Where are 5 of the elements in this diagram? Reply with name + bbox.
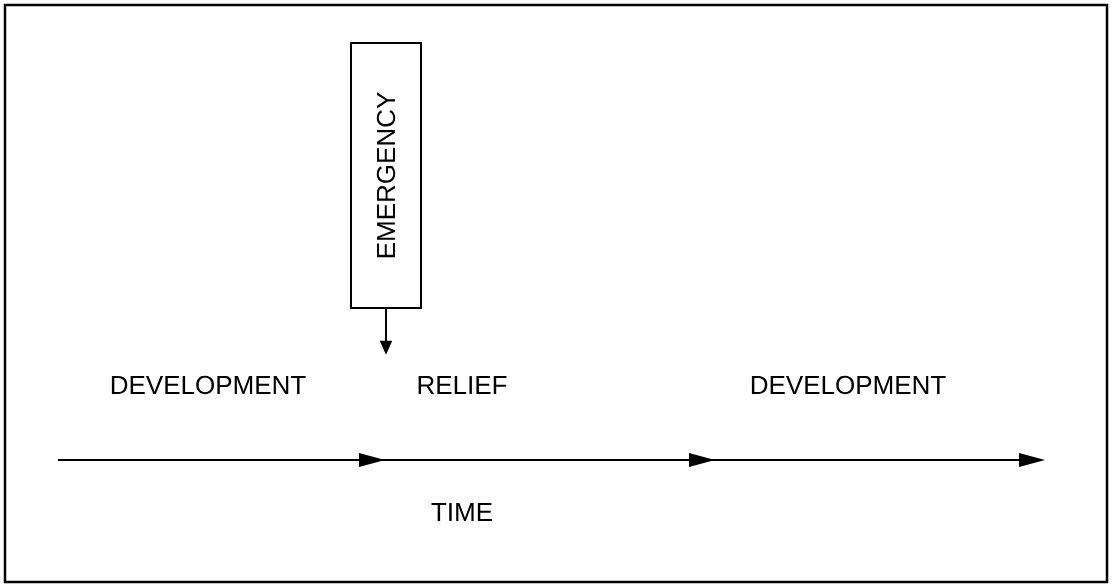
phase-label: DEVELOPMENT xyxy=(111,375,306,395)
event-box: EMERGENCY xyxy=(350,42,422,309)
phase-label: TIME xyxy=(431,503,492,521)
phase-label: RELIEF xyxy=(418,376,507,394)
phase-label: DEVELOPMENT xyxy=(751,375,946,395)
